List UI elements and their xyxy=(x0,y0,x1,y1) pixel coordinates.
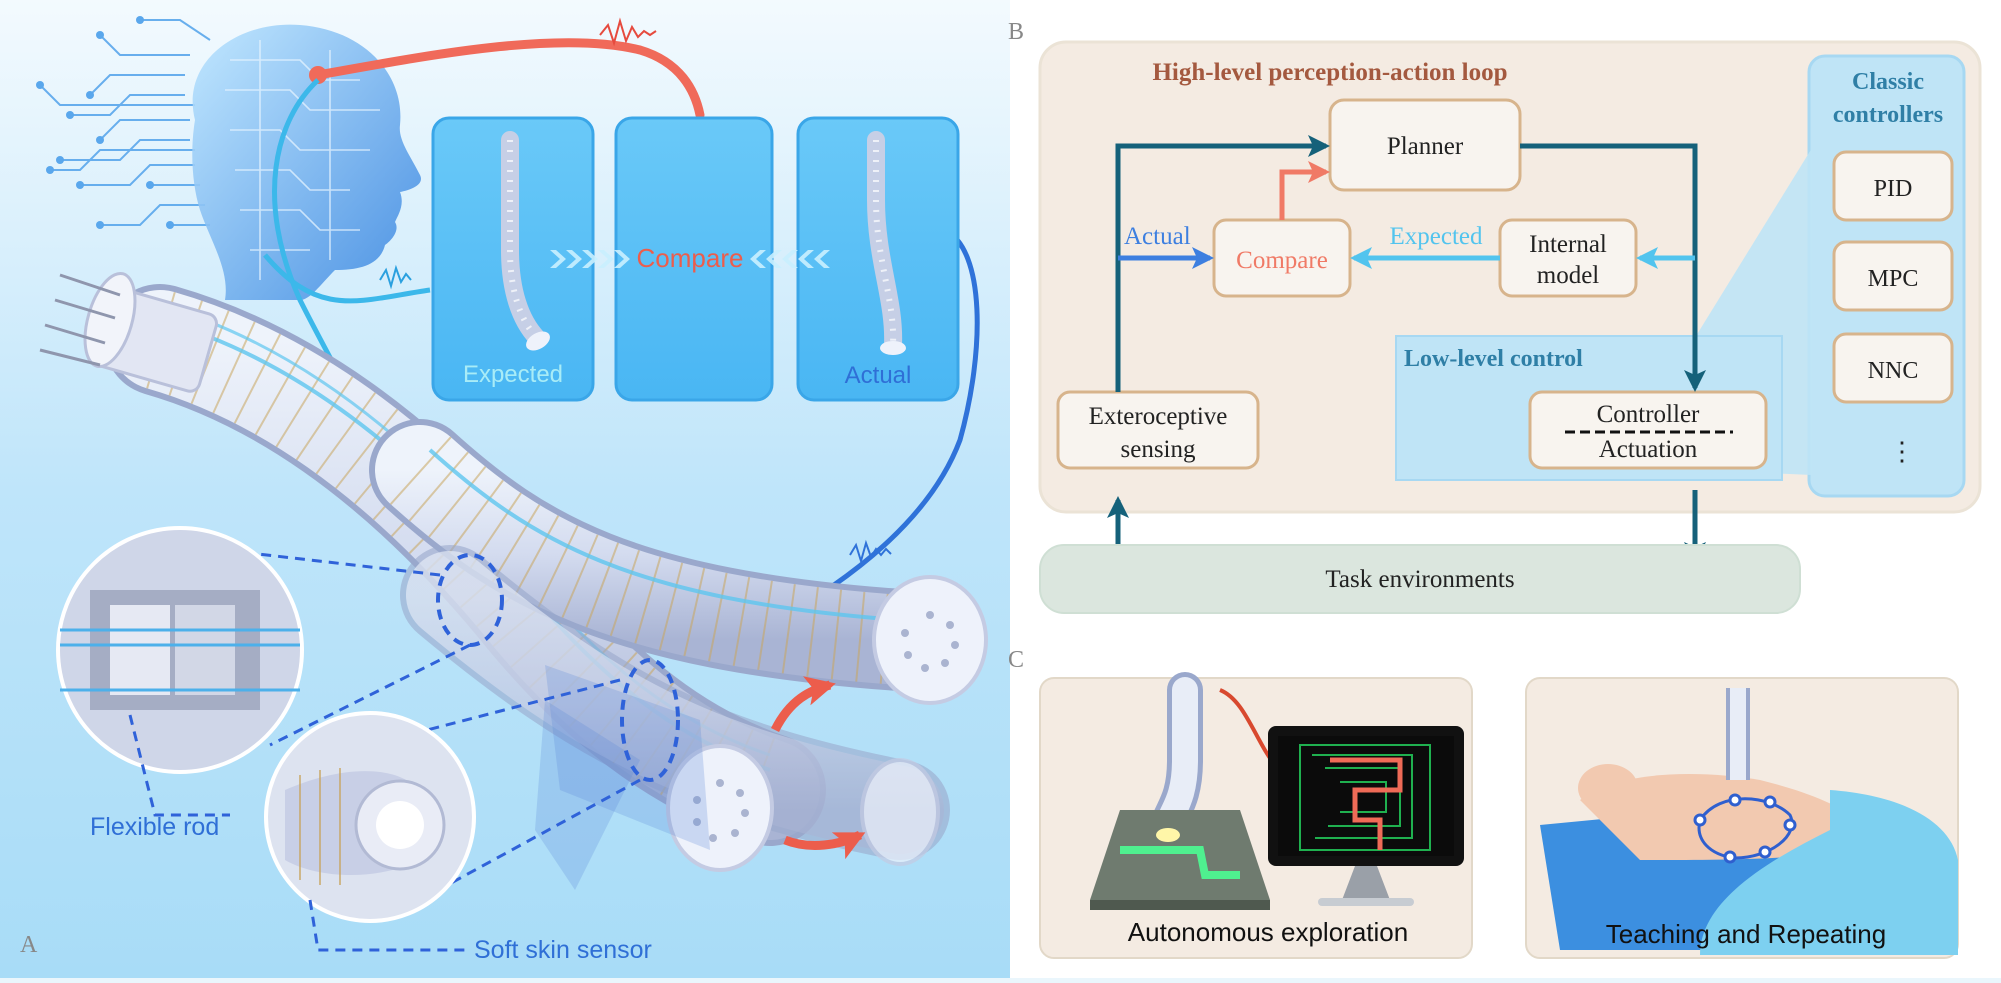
internal-model-line1: Internal xyxy=(1529,231,1607,258)
actual-card: Actual xyxy=(796,116,960,402)
pid-label: PID xyxy=(1874,176,1913,202)
flexible-rod-label: Flexible rod xyxy=(90,813,219,841)
pid-node xyxy=(1832,150,1954,222)
panel-b: B High-level perception-action loop Clas… xyxy=(1008,0,2001,660)
panel-a: Expected Actual Compare xyxy=(0,0,1010,978)
zoom-circle-rod xyxy=(56,526,504,774)
classic-title-line2: controllers xyxy=(1833,102,1943,128)
nnc-node xyxy=(1832,332,1954,404)
internal-model-line2: model xyxy=(1537,262,1600,289)
expected-label: Expected xyxy=(463,361,563,388)
task-environments-box xyxy=(1039,544,1801,614)
nnc-label: NNC xyxy=(1868,358,1919,384)
expected-arrow-label: Expected xyxy=(1389,223,1483,250)
controller-label: Controller xyxy=(1597,401,1700,428)
actual-arrow-label: Actual xyxy=(1124,223,1191,250)
teaching-repeating-label: Teaching and Repeating xyxy=(1606,919,1886,949)
mpc-label: MPC xyxy=(1868,266,1919,292)
autonomous-exploration-label: Autonomous exploration xyxy=(1128,917,1408,947)
compare-node-label: Compare xyxy=(1236,247,1328,274)
panel-c: C Autonomous exploration xyxy=(1008,640,2001,978)
exteroceptive-line2: sensing xyxy=(1121,436,1197,463)
compare-label: Compare xyxy=(637,243,744,273)
actual-label: Actual xyxy=(845,362,912,389)
compare-to-planner-arrow xyxy=(1279,161,1330,220)
loop-title: High-level perception-action loop xyxy=(1152,59,1507,86)
expected-card: Expected xyxy=(431,116,595,402)
classic-title-line1: Classic xyxy=(1852,69,1924,95)
compare-chevrons xyxy=(550,250,830,268)
planner-label: Planner xyxy=(1387,133,1464,160)
planner-to-controller-arrow xyxy=(1520,143,1706,392)
actuation-label: Actuation xyxy=(1599,436,1698,463)
exteroceptive-line1: Exteroceptive xyxy=(1089,403,1228,430)
low-level-title: Low-level control xyxy=(1404,346,1583,372)
circuit-head-illustration xyxy=(36,16,421,300)
panel-letter-a: A xyxy=(20,932,38,958)
teaching-repeating-card: Teaching and Repeating xyxy=(1525,677,1959,959)
sensing-to-planner-arrow xyxy=(1115,135,1330,392)
zoom-circle-skin xyxy=(264,658,680,923)
panel-letter-c: C xyxy=(1008,647,1024,673)
task-environments-label: Task environments xyxy=(1325,566,1514,593)
mpc-node xyxy=(1832,240,1954,312)
exteroceptive-node xyxy=(1056,390,1260,470)
panel-letter-b: B xyxy=(1008,19,1024,45)
soft-robot-illustration xyxy=(39,271,988,890)
autonomous-exploration-card: Autonomous exploration xyxy=(1039,672,1473,959)
soft-skin-sensor-label: Soft skin sensor xyxy=(474,936,652,964)
more-controllers-ellipsis: ⋮ xyxy=(1889,437,1915,466)
controller-actuation-node xyxy=(1528,390,1768,470)
